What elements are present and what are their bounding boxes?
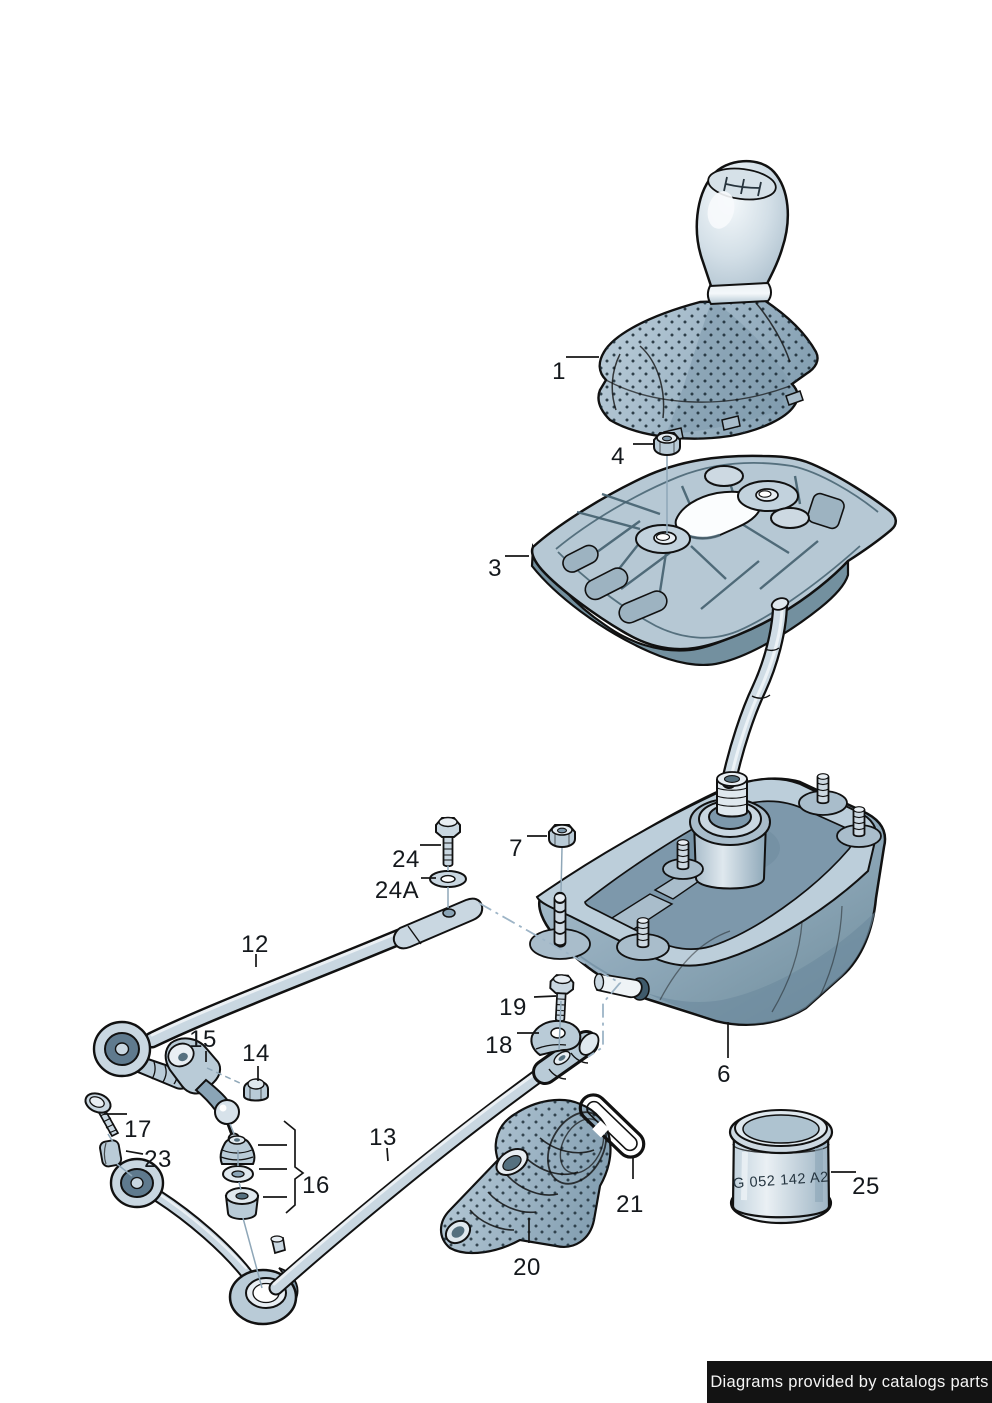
part-label-17: 17 (124, 1116, 152, 1143)
housing-studs (529, 772, 882, 961)
part-label-18: 18 (485, 1032, 513, 1059)
part-label-16: 16 (302, 1172, 330, 1199)
assembly-construction-lines (478, 902, 622, 1058)
plate-edge-slots (562, 492, 845, 624)
part-1-gear-knob-and-boot (597, 159, 819, 443)
part-label-12: 12 (241, 931, 269, 958)
part-25-grease-container (728, 1109, 834, 1225)
part-axis-lines (107, 456, 668, 1289)
part-24-bolt (435, 816, 461, 868)
part-label-23: 23 (144, 1146, 172, 1173)
label-leader-lines (104, 356, 856, 1243)
part-label-7: 7 (509, 835, 523, 862)
housing-pivot-pin (593, 973, 650, 1001)
part-17-screw (84, 1092, 120, 1138)
part-3-bearing-plate (530, 454, 897, 666)
footer-attribution-text: Diagrams provided by catalogs parts (710, 1372, 989, 1391)
part-label-24: 24 (392, 846, 420, 873)
part-4-nut (653, 432, 681, 456)
part-label-25: 25 (852, 1173, 880, 1200)
part-15-link-lever (164, 1037, 241, 1146)
part-16-bushing-kit (219, 1135, 260, 1220)
part-20-rubber-boot (439, 1098, 612, 1255)
part-7-nut (548, 824, 576, 848)
part-label-21: 21 (616, 1191, 644, 1218)
part-label-14: 14 (242, 1040, 270, 1067)
part-23-sleeve (99, 1139, 123, 1168)
part-13-selector-rod (268, 1030, 600, 1296)
part-12-selector-rod (92, 897, 484, 1090)
part-label-24a: 24A (374, 877, 420, 904)
part-14-nut (243, 1078, 269, 1102)
part-label-13: 13 (369, 1124, 397, 1151)
selector-lever-rod (721, 597, 790, 789)
part-label-1: 1 (552, 358, 566, 385)
plate-ribs (576, 469, 819, 610)
part-18-clamp-plate (530, 1019, 582, 1057)
part-24a-washer (429, 870, 467, 888)
plate-bosses (635, 465, 810, 554)
relay-arm-assembly (109, 1157, 299, 1326)
part-label-3: 3 (488, 555, 502, 582)
part-label-4: 4 (611, 443, 625, 470)
part-label-19: 19 (499, 994, 527, 1021)
part-label-20: 20 (513, 1254, 541, 1281)
part-label-6: 6 (717, 1061, 731, 1088)
part-6-shifter-housing (529, 597, 887, 1026)
footer-attribution-bar: Diagrams provided by catalogs parts (707, 1361, 992, 1403)
part-21-clip (578, 1093, 646, 1159)
part-label-15: 15 (189, 1026, 217, 1053)
